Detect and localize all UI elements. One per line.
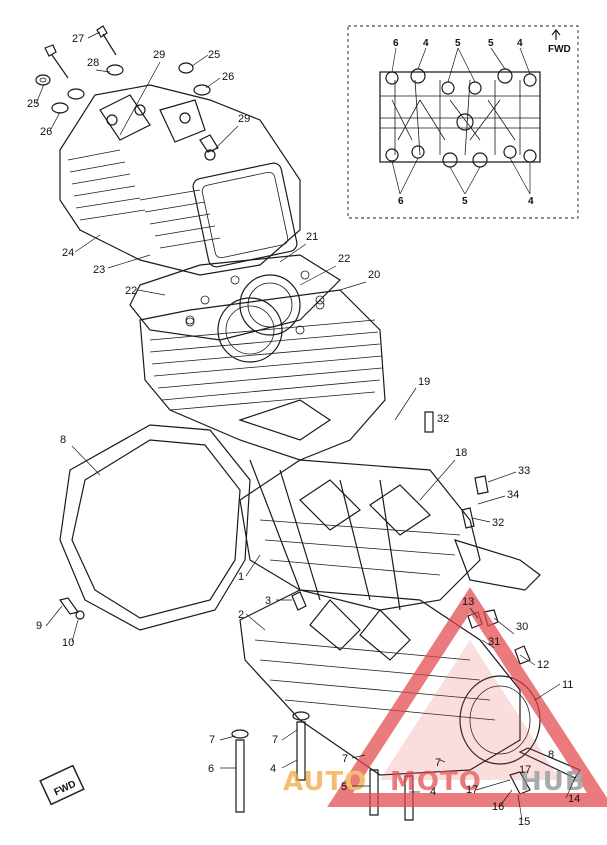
side-cover-gasket <box>59 424 251 631</box>
watermark-moto: MOTO <box>390 767 482 797</box>
callout-7-b: 7 <box>272 734 278 746</box>
inset-callout-5-bottom: 5 <box>462 196 468 207</box>
callout-1: 1 <box>238 571 244 583</box>
inset-callout-6-top: 6 <box>393 38 399 49</box>
callout-29-right: 29 <box>238 113 250 125</box>
callout-31: 31 <box>488 636 500 648</box>
watermark-hub: HUB <box>520 767 586 797</box>
fwd-stamp: FWD <box>39 764 85 806</box>
callout-17-a: 17 <box>519 764 531 776</box>
inset-top-leaders <box>391 47 531 83</box>
inset-bottom-leaders <box>391 157 531 195</box>
callout-25-right: 25 <box>208 49 220 61</box>
callout-12: 12 <box>537 659 549 671</box>
callout-23: 23 <box>93 264 105 276</box>
callout-28: 28 <box>87 57 99 69</box>
callout-8: 8 <box>60 434 66 446</box>
callout-13: 13 <box>462 596 474 608</box>
inset-callout-6-bottom: 6 <box>398 196 404 207</box>
callout-10: 10 <box>62 637 74 649</box>
callout-30: 30 <box>516 621 528 633</box>
callout-19: 19 <box>418 376 430 388</box>
callout-7-c: 7 <box>342 753 348 765</box>
upper-crankcase <box>239 459 541 611</box>
inset-fwd-arrow <box>551 29 561 40</box>
inset-callout-5-top-b: 5 <box>488 38 494 49</box>
callout-14: 14 <box>568 793 580 805</box>
callout-29-top: 29 <box>153 49 165 61</box>
automotohub-watermark: AUTO MOTO HUB <box>283 587 607 807</box>
callout-22-right: 22 <box>338 253 350 265</box>
callout-6-bolt: 6 <box>208 763 214 775</box>
inset-callout-4-bottom: 4 <box>528 196 534 207</box>
head-bolts-nuts <box>35 25 211 114</box>
callout-8-right: 8 <box>548 749 554 761</box>
callout-2: 2 <box>238 609 244 621</box>
callout-labels: 27 29 25 28 26 25 26 29 24 23 21 22 20 2… <box>27 33 580 828</box>
callout-4-left: 4 <box>270 763 276 775</box>
callout-20: 20 <box>368 269 380 281</box>
callout-4-right: 4 <box>430 786 436 798</box>
callout-34: 34 <box>507 489 519 501</box>
inset-callout-4-top-b: 4 <box>517 38 523 49</box>
callout-7-d: 7 <box>435 757 441 769</box>
inset-fwd-label: FWD <box>548 44 571 55</box>
callout-leaders <box>35 31 576 821</box>
callout-21: 21 <box>306 231 318 243</box>
bolt-tightening-sequence-inset: FWD 6 4 5 5 4 6 5 4 <box>347 25 579 219</box>
head-gasket <box>129 254 341 341</box>
callout-3: 3 <box>265 595 271 607</box>
callout-24: 24 <box>62 247 74 259</box>
watermark-auto: AUTO <box>283 767 367 797</box>
cylinder-block <box>139 289 386 461</box>
inset-head-outline <box>379 68 541 168</box>
callout-26-left: 26 <box>40 126 52 138</box>
callout-5: 5 <box>341 781 347 793</box>
callout-26-right: 26 <box>222 71 234 83</box>
callout-18: 18 <box>455 447 467 459</box>
callout-15: 15 <box>518 816 530 828</box>
lower-crankcase <box>239 589 541 776</box>
callout-7-a: 7 <box>209 734 215 746</box>
fwd-stamp-label: FWD <box>53 779 78 799</box>
cylinder-head-assembly <box>59 84 301 276</box>
callout-33: 33 <box>518 465 530 477</box>
callout-9: 9 <box>36 620 42 632</box>
callout-27: 27 <box>72 33 84 45</box>
callout-32-bottom: 32 <box>492 517 504 529</box>
inset-callout-5-top: 5 <box>455 38 461 49</box>
callout-22-left: 22 <box>125 285 137 297</box>
inset-callout-4-top: 4 <box>423 38 429 49</box>
callout-32-top: 32 <box>437 413 449 425</box>
callout-11: 11 <box>562 679 573 691</box>
callout-25-left: 25 <box>27 98 39 110</box>
callout-17-b: 17 <box>466 784 478 796</box>
